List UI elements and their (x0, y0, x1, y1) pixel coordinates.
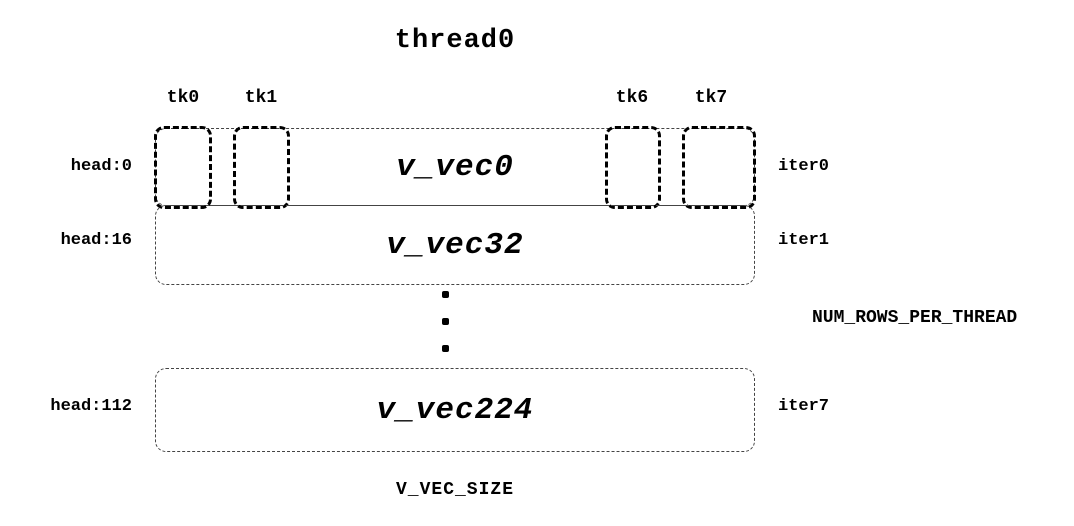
iteration-label-0: iter0 (778, 157, 830, 176)
thread-key-cell-tk7 (682, 126, 756, 209)
vector-register-label-2: v_vec224 (376, 392, 534, 428)
head-offset-label-2: head:112 (50, 397, 132, 416)
head-offset-label-1: head:16 (60, 231, 132, 250)
diagram-title: thread0 (394, 26, 516, 56)
thread-key-cell-tk0 (154, 126, 212, 209)
iteration-label-1: iter1 (778, 231, 830, 250)
thread-key-label-tk1: tk1 (244, 88, 278, 108)
thread-key-label-tk6: tk6 (615, 88, 649, 108)
num-rows-per-thread-annotation: NUM_ROWS_PER_THREAD (812, 308, 1018, 328)
ellipsis-dot (442, 318, 449, 325)
vector-row-iter7: v_vec224 (155, 368, 755, 452)
vector-register-label-0: v_vec0 (396, 149, 514, 185)
iteration-label-2: iter7 (778, 397, 830, 416)
vector-register-label-1: v_vec32 (386, 227, 524, 263)
ellipsis-dot (442, 345, 449, 352)
thread-key-label-tk0: tk0 (166, 88, 200, 108)
vector-row-iter0: v_vec0 (154, 126, 756, 209)
thread-key-label-tk7: tk7 (694, 88, 728, 108)
thread-key-cell-tk6 (605, 126, 661, 209)
ellipsis-dot (442, 291, 449, 298)
vertical-ellipsis-icon (442, 291, 449, 352)
head-offset-label-0: head:0 (70, 157, 132, 176)
thread-key-cell-tk1 (233, 126, 290, 209)
vector-row-iter1: v_vec32 (155, 205, 755, 285)
v-vec-size-annotation: V_VEC_SIZE (395, 480, 515, 500)
